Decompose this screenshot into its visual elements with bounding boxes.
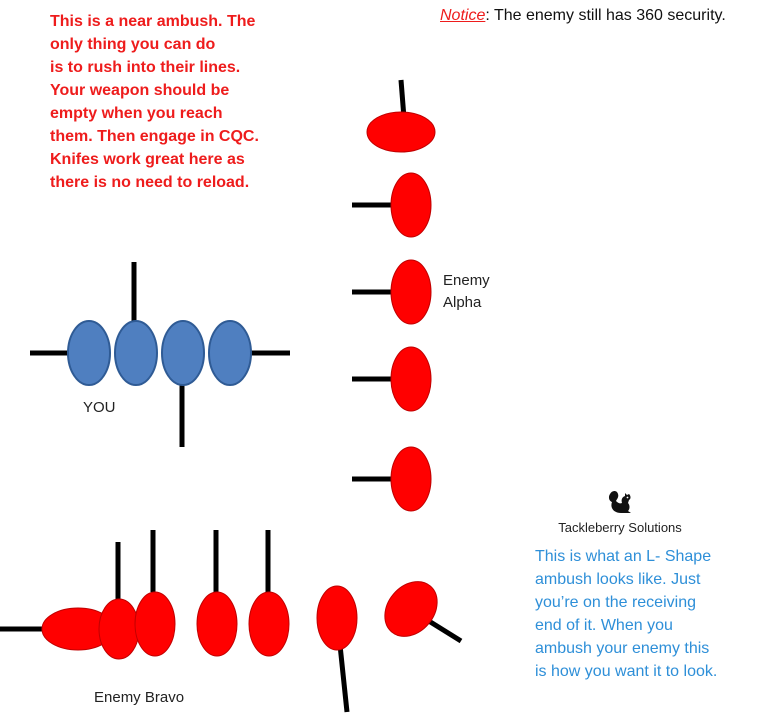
enemy-soldier: [134, 591, 176, 657]
note-line: ambush looks like. Just: [535, 571, 701, 588]
enemy-alpha-label-line: Alpha: [443, 294, 482, 311]
note-line: This is what an L- Shape: [535, 548, 712, 565]
note-line: Knifes work great here as: [50, 151, 245, 168]
friendly-soldier: [161, 320, 205, 386]
notice-label: Notice: [440, 7, 486, 24]
brand-block: Tackleberry Solutions: [540, 486, 700, 535]
brand-name: Tackleberry Solutions: [558, 520, 682, 535]
you-label: YOU: [83, 399, 116, 416]
note-line: is to rush into their lines.: [50, 59, 241, 76]
enemy-soldier: [248, 591, 290, 657]
l-shape-explanation-note: This is what an L- Shape ambush looks li…: [535, 545, 765, 683]
enemy-soldier: [384, 581, 438, 637]
note-line: end of it. When you: [535, 617, 673, 634]
notice-note: Notice: The enemy still has 360 security…: [440, 4, 750, 27]
notice-text: : The enemy still has 360 security.: [485, 7, 726, 24]
enemy-soldier: [366, 111, 436, 153]
friendly-soldier: [208, 320, 252, 386]
ambush-advice-note: This is a near ambush. The only thing yo…: [50, 10, 340, 194]
enemy-bravo-label: Enemy Bravo: [94, 689, 185, 706]
note-line: Your weapon should be: [50, 82, 230, 99]
note-line: This is a near ambush. The: [50, 13, 256, 30]
enemy-alpha-label-line: Enemy: [443, 272, 490, 289]
enemy-soldier: [390, 172, 432, 238]
note-line: them. Then engage in CQC.: [50, 128, 259, 145]
enemy-soldier: [196, 591, 238, 657]
enemy-weapon-line: [337, 644, 350, 713]
note-line: you’re on the receiving: [535, 594, 696, 611]
enemy-alpha-label: Enemy Alpha: [443, 270, 490, 314]
enemy-bravo-squad: [0, 530, 463, 713]
note-line: is how you want it to look.: [535, 663, 718, 680]
friendly-soldier: [67, 320, 111, 386]
friendly-soldier: [114, 320, 158, 386]
enemy-soldier: [390, 446, 432, 512]
note-line: empty when you reach: [50, 105, 223, 122]
enemy-alpha-squad: [352, 79, 436, 512]
note-line: ambush your enemy this: [535, 640, 710, 657]
note-line: there is no need to reload.: [50, 174, 250, 191]
enemy-soldier: [390, 259, 432, 325]
squirrel-icon: [608, 491, 631, 513]
friendly-squad: [30, 262, 290, 447]
enemy-soldier: [316, 585, 358, 651]
note-line: only thing you can do: [50, 36, 216, 53]
enemy-soldier: [390, 346, 432, 412]
enemy-soldier: [98, 598, 140, 660]
